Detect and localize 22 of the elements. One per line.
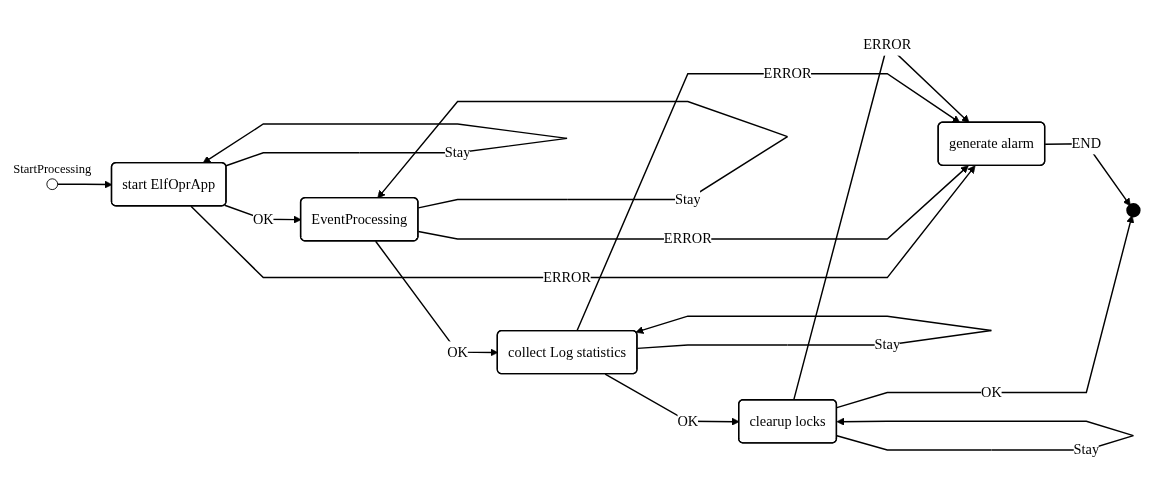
arrow [190, 164, 976, 278]
edge-label: OK [252, 210, 274, 226]
edge-label: OK [447, 343, 468, 359]
edge-label: OK [981, 383, 1002, 400]
arrow [576, 72, 961, 332]
node-circle [1126, 202, 1141, 217]
state-caption: StartProcessing [13, 161, 92, 176]
edge-label: Stay [444, 144, 471, 160]
node-circle [46, 177, 59, 190]
edge-label: ERROR [543, 269, 592, 285]
edge-label: ERROR [763, 65, 812, 81]
edge-label: ERROR [663, 230, 712, 246]
edge-label: Stay [1073, 441, 1100, 457]
edge-label: OK [677, 412, 699, 428]
arrow [202, 122, 568, 166]
arrow [836, 214, 1135, 408]
arrow [377, 100, 789, 209]
edge-label: Stay [675, 190, 701, 207]
edge-label: END [1071, 135, 1102, 151]
arrow [417, 164, 969, 240]
edge-label: Stay [874, 336, 901, 352]
edge-label: ERROR [863, 36, 912, 52]
